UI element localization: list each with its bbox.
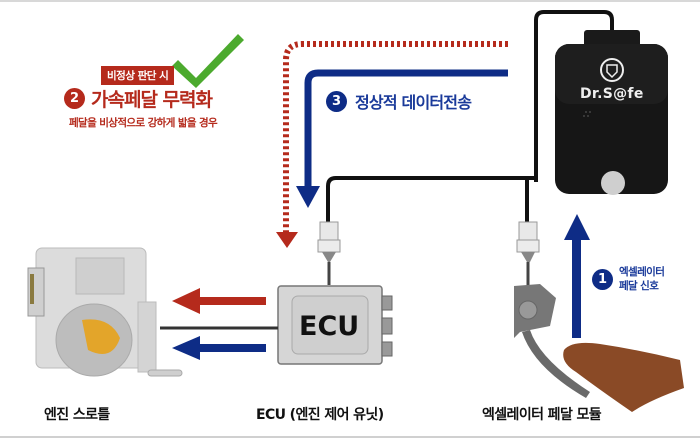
step2-label: 2 가속페달 무력화: [64, 85, 213, 112]
pedal-connector: [516, 221, 540, 285]
red-arrowhead: [276, 232, 298, 248]
step1-line2: 페달 신호: [619, 280, 659, 292]
bottom-border: [0, 436, 700, 438]
blue-path: [304, 69, 508, 186]
step3-number: 3: [326, 90, 347, 112]
ecu-label: ECU: [299, 311, 360, 342]
drsafe-device: [555, 30, 668, 195]
caption-throttle: 엔진 스로틀: [44, 407, 110, 423]
device-brand: Dr.S@fe: [580, 86, 644, 102]
shoe-illustration: [563, 342, 684, 412]
step2-subtitle: 페달을 비상적으로 강하게 밟을 경우: [69, 117, 218, 129]
cable-device-loop: [534, 10, 614, 182]
blue-arrow-left: [172, 336, 266, 360]
red-arrow-left: [172, 288, 266, 314]
blue-arrow-up: [564, 214, 590, 338]
step1-line1: 엑셀레이터: [619, 266, 665, 278]
step1-number: 1: [592, 268, 613, 290]
ecu-box: [277, 285, 393, 365]
throttle-body-illustration: [27, 247, 183, 377]
step3-title: 정상적 데이터전송: [355, 93, 472, 112]
red-dotted-path: [283, 41, 508, 232]
blue-arrowhead: [296, 186, 320, 208]
caption-pedal: 엑셀레이터 페달 모듈: [482, 407, 602, 423]
step2-title: 가속페달 무력화: [91, 89, 213, 111]
abnormal-badge: 비정상 판단 시: [101, 66, 175, 85]
pedal-illustration: [514, 284, 590, 398]
top-border: [0, 0, 700, 2]
ecu-connector: [317, 221, 341, 285]
checkmark-icon: [172, 34, 244, 88]
step3-label: 3 정상적 데이터전송: [326, 89, 472, 113]
step2-number: 2: [64, 88, 85, 109]
cable-to-ecu: [326, 176, 536, 222]
step1-label: 1 엑셀레이터 페달 신호: [592, 265, 665, 293]
caption-ecu: ECU (엔진 제어 유닛): [256, 407, 384, 423]
